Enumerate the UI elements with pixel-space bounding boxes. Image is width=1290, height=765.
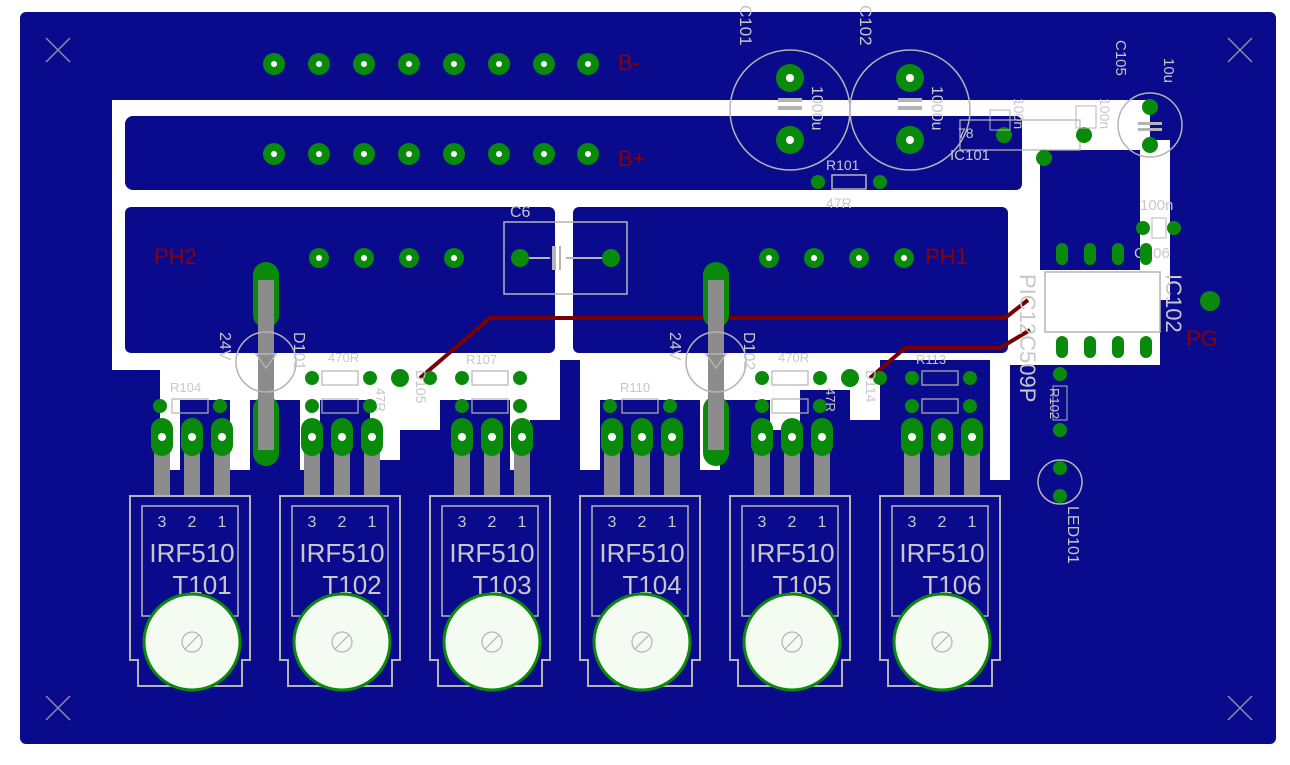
resistor-r101: R101 47R (811, 157, 887, 211)
gate-resistors-ph1 (603, 369, 977, 413)
c6-label: C6 (510, 204, 531, 221)
transistor-part: IRF510 (449, 538, 534, 568)
pin-label: 3 (458, 514, 467, 531)
net-label-ph1: PH1 (925, 244, 968, 269)
pin-label: 1 (368, 514, 377, 531)
c105-label: C105 (1112, 40, 1129, 76)
net-label-b-plus: B+ (618, 146, 646, 171)
c103-value: 100n (1011, 98, 1027, 129)
pin-label: 3 (308, 514, 317, 531)
pin-label: 1 (218, 514, 227, 531)
pin-label: 1 (668, 514, 677, 531)
d114-label: D114 (863, 370, 879, 403)
pin-label: 2 (938, 514, 947, 531)
c105-value: 10u (1160, 58, 1177, 83)
r107-label: R107 (466, 352, 497, 367)
c101-label: C101 (736, 5, 755, 46)
r101-label: R101 (826, 157, 860, 173)
pin-label: 1 (968, 514, 977, 531)
traces (418, 298, 1032, 380)
d105-label: D105 (413, 370, 429, 404)
ic102: IC102 PIC12C509P (1015, 243, 1186, 402)
c102-label: C102 (856, 5, 875, 46)
r113-label: R113 (916, 352, 946, 367)
pin-label: 2 (788, 514, 797, 531)
diode-d102: D102 24V (666, 262, 757, 466)
pin-label: 1 (818, 514, 827, 531)
led101: LED101 (1037, 459, 1083, 564)
c106-value: 100n (1140, 197, 1173, 214)
led101-label: LED101 (1064, 506, 1081, 564)
net-label-ph2: PH2 (154, 244, 197, 269)
transistor-part: IRF510 (599, 538, 684, 568)
pin-label: 2 (338, 514, 347, 531)
ic101-label: IC101 (950, 147, 990, 164)
pin-label: 3 (908, 514, 917, 531)
ic102-label: IC102 (1161, 274, 1186, 333)
pin-label: 3 (158, 514, 167, 531)
capacitor-c105: C105 10u (1112, 40, 1183, 158)
r101-value: 47R (826, 195, 852, 211)
pin-label: 2 (188, 514, 197, 531)
ic102-value: PIC12C509P (1015, 274, 1040, 402)
r47-value-left: 47R (373, 388, 388, 412)
r470-value-right: 470R (778, 350, 809, 365)
r470-value-left: 470R (328, 350, 359, 365)
mounting-hole-icon (45, 37, 1253, 721)
net-label-pg: PG (1186, 326, 1218, 351)
transistor-part: IRF510 (749, 538, 834, 568)
gate-resistors-ph2 (153, 369, 527, 413)
pad-drills (271, 61, 907, 261)
r104-label: R104 (170, 380, 201, 395)
c101-value: 1000u (808, 86, 825, 131)
resistor-r102: R102 (1047, 367, 1068, 437)
capacitor-c102: C102 1000u (849, 5, 971, 171)
transistor-part: IRF510 (899, 538, 984, 568)
capacitor-c101: C101 1000u (729, 5, 851, 171)
ic101-value: 78 (958, 125, 974, 141)
d102-value: 24V (666, 332, 683, 361)
net-label-b-minus: B- (618, 50, 640, 75)
pin-label: 3 (758, 514, 767, 531)
resistor-outlines (171, 370, 959, 414)
r110-label: R110 (620, 380, 650, 395)
pin-label: 2 (488, 514, 497, 531)
transistor-part: IRF510 (149, 538, 234, 568)
pin-label: 3 (608, 514, 617, 531)
diode-d101: D101 24V (216, 262, 307, 466)
pin-label: 1 (518, 514, 527, 531)
regulator-ic101: IC101 78 100n 100n (950, 98, 1113, 166)
r47-value-right: 47R (823, 388, 838, 412)
transistor-part: IRF510 (299, 538, 384, 568)
pg-pad (1200, 291, 1220, 311)
d101-label: D101 (290, 332, 307, 370)
d102-label: D102 (740, 332, 757, 370)
capacitor-c6: C6 (503, 204, 628, 295)
c104-value: 100n (1097, 98, 1113, 129)
d101-value: 24V (216, 332, 233, 361)
pin-label: 2 (638, 514, 647, 531)
r102-label: R102 (1047, 388, 1062, 419)
c102-value: 1000u (928, 86, 945, 131)
